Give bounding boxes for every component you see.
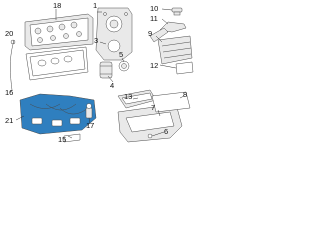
valve-cover-gasket: [25, 46, 89, 81]
oil-fill-cap: [171, 7, 183, 16]
pcv-valve: [85, 103, 93, 119]
callout-3: 3: [94, 36, 98, 45]
oil-filter: [99, 61, 113, 79]
callout-7: 7: [151, 103, 155, 112]
oil-fill-tube: [149, 21, 187, 43]
oil-cooler-gasket: [175, 61, 194, 75]
callout-12: 12: [150, 61, 158, 70]
callout-1: 1: [93, 1, 97, 10]
callout-labels: 18 20 19 16 21 17 15 1 3 4 5 10 11 9 12 …: [5, 1, 187, 144]
intake-manifold: [19, 93, 97, 135]
callout-17: 17: [86, 121, 94, 130]
engine-parts-diagram: 18 20 19 16 21 17 15 1 3 4 5 10 11 9 12 …: [5, 1, 194, 144]
valve-cover: [24, 13, 94, 51]
leader-lines: [9, 8, 185, 139]
dipstick: [10, 39, 16, 91]
oil-pan-gasket: [151, 91, 191, 113]
callout-10: 10: [150, 4, 158, 13]
callout-18: 18: [53, 1, 61, 10]
callout-16: 16: [5, 88, 13, 97]
callout-20: 20: [5, 29, 13, 38]
callout-6: 6: [164, 127, 168, 136]
callout-13: 13: [124, 92, 132, 101]
oil-cooler: [157, 35, 193, 65]
callout-9: 9: [148, 29, 152, 38]
callout-15: 15: [58, 135, 66, 144]
callout-8: 8: [183, 90, 187, 99]
front-crank-seal: [118, 60, 130, 72]
callout-11: 11: [150, 14, 158, 23]
callout-4: 4: [110, 81, 114, 90]
timing-cover: [95, 7, 133, 61]
callout-5: 5: [119, 50, 123, 59]
callout-21: 21: [5, 116, 13, 125]
